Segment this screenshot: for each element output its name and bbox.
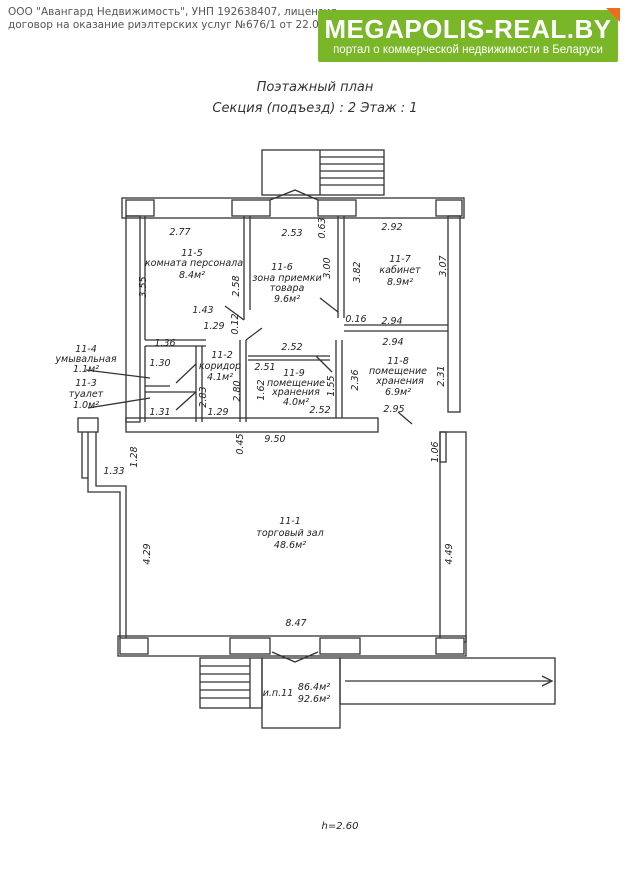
room-11-6-name2: товара [270, 283, 305, 294]
dim: 0.12 [230, 313, 241, 334]
dim: 2.94 [381, 316, 402, 327]
window-3 [317, 199, 357, 217]
room-11-9-area: 4.0м² [283, 397, 309, 408]
dim: 1.28 [129, 446, 140, 467]
right-wall-upper [447, 215, 461, 413]
dim: 1.29 [207, 407, 228, 418]
room-11-1-area: 48.6м² [274, 540, 306, 551]
dim: 8.47 [285, 618, 306, 629]
room-11-6-area: 9.6м² [274, 294, 300, 305]
wall-left-stub [77, 417, 99, 433]
dim: 3.55 [138, 276, 149, 297]
room-11-7-name: кабинет [379, 265, 421, 276]
unit-area-1: 86.4м² [298, 682, 330, 693]
dim: 2.92 [381, 222, 402, 233]
room-11-9-id: 11-9 [283, 368, 305, 379]
room-11-8-id: 11-8 [387, 356, 409, 367]
dim: 0.16 [345, 314, 366, 325]
dim: 1.62 [256, 379, 267, 400]
dim: 2.51 [254, 362, 275, 373]
unit-area-2: 92.6м² [298, 694, 330, 705]
room-11-4-id: 11-4 [75, 344, 97, 355]
room-11-7-area: 8.9м² [387, 277, 413, 288]
dim: 9.50 [264, 434, 285, 445]
room-11-4-name: умывальная [54, 354, 116, 365]
room-11-3-area: 1.0м² [73, 400, 99, 411]
dim: 1.36 [154, 338, 175, 349]
dim: 2.52 [309, 405, 330, 416]
room-11-5-id: 11-5 [181, 248, 203, 259]
dim: 4.49 [444, 543, 455, 564]
room-11-3-id: 11-3 [75, 378, 97, 389]
header-line-1: ООО "Авангард Недвижимость", УНП 1926384… [8, 6, 337, 18]
dim: 2.36 [350, 369, 361, 390]
dim: 1.31 [149, 407, 170, 418]
room-11-2-name: коридор [199, 361, 241, 372]
dim: 2.77 [169, 227, 190, 238]
dim: 3.00 [322, 257, 333, 278]
top-outer-wall [121, 197, 465, 219]
window-4 [435, 199, 463, 217]
dim: 3.82 [352, 261, 363, 282]
room-11-9-name1: помещение [267, 378, 325, 389]
entry-door [269, 189, 319, 201]
main-door [271, 651, 319, 663]
middle-wall [125, 417, 379, 433]
window-1 [125, 199, 155, 217]
dim: 1.30 [149, 358, 170, 369]
room-11-8-name2: хранения [375, 376, 424, 387]
dim: 2.53 [281, 228, 302, 239]
ramp [339, 657, 556, 705]
room-11-2-id: 11-2 [211, 350, 233, 361]
site-badge[interactable]: MEGAPOLIS-REAL.BY портал о коммерческой … [318, 8, 620, 62]
dim: 1.55 [326, 375, 337, 396]
header-line-2: договор на оказание риэлтерских услуг №6… [8, 19, 329, 31]
dim: 2.95 [383, 404, 404, 415]
room-11-2-area: 4.1м² [207, 372, 233, 383]
room-11-9-name2: хранения [271, 387, 320, 398]
dim: 0.45 [235, 433, 246, 454]
header-text: ООО "Авангард Недвижимость", УНП 1926384… [8, 6, 337, 32]
badge-tagline: портал о коммерческой недвижимости в Бел… [333, 44, 603, 56]
room-11-3-name: туалет [69, 389, 104, 400]
top-stairs [319, 150, 384, 195]
dim: 3.07 [438, 255, 449, 276]
room-11-8-name1: помещение [369, 366, 427, 377]
room-11-8-area: 6.9м² [385, 387, 411, 398]
room-11-6-name1: зона приемки [252, 273, 321, 284]
dim: 1.06 [430, 441, 441, 462]
left-wall-upper [125, 215, 141, 423]
badge-corner [606, 8, 620, 22]
window-2 [231, 199, 271, 217]
dim: 4.29 [142, 543, 153, 564]
room-11-5-name: комната персонала [145, 258, 243, 269]
room-11-1-id: 11-1 [279, 516, 301, 527]
room-11-5-area: 8.4м² [179, 270, 205, 281]
dim: 1.29 [203, 321, 224, 332]
dim: 2.94 [382, 337, 403, 348]
unit-id: и.п.11 [263, 688, 294, 699]
plan-subtitle: Секция (подъезд) : 2 Этаж : 1 [212, 101, 418, 116]
dim: 2.58 [231, 275, 242, 296]
room-11-4-area: 1.1м² [73, 364, 99, 375]
top-stair-landing [261, 149, 385, 196]
dim: 2.31 [436, 365, 447, 386]
room-11-7-id: 11-7 [389, 254, 411, 265]
badge-brand: MEGAPOLIS-REAL.BY [324, 14, 612, 44]
room-11-1-name: торговый зал [256, 528, 323, 539]
bottom-wall [117, 635, 467, 657]
ceiling-height: h=2.60 [322, 821, 359, 832]
dim: 2.52 [281, 342, 302, 353]
dim: 0.63 [317, 217, 328, 238]
dim: 2.83 [198, 386, 209, 407]
dim: 1.43 [192, 305, 213, 316]
plan-title: Поэтажный план [256, 80, 374, 95]
right-wall-lower [439, 431, 467, 643]
room-11-6-id: 11-6 [271, 262, 293, 273]
dim: 2.80 [232, 380, 243, 401]
dim: 1.33 [103, 466, 124, 477]
